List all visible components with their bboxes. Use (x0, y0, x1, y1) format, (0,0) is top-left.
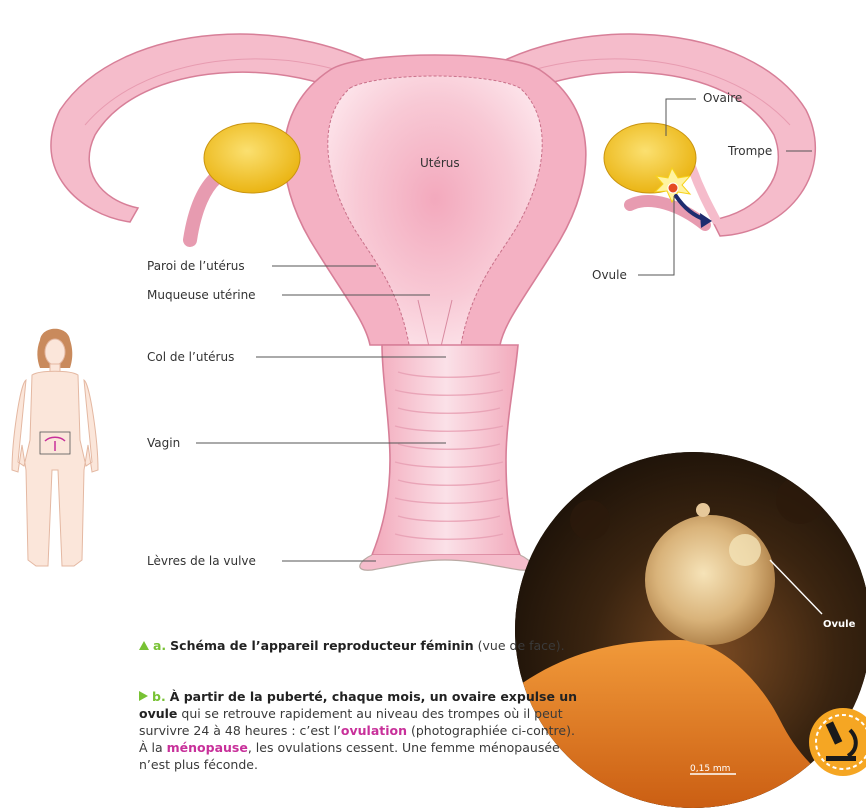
micro-scale: 0,15 mm (690, 764, 730, 774)
triangle-right-icon (139, 691, 148, 701)
ovule-dot (668, 183, 678, 193)
caption-a-bold: Schéma de l’appareil reproducteur fémini… (170, 638, 474, 653)
caption-a-marker: a. (153, 638, 166, 653)
label-uterus: Utérus (420, 156, 460, 170)
vagina (360, 345, 532, 570)
label-cervix: Col de l’utérus (147, 350, 234, 364)
labia (360, 555, 532, 570)
left-ovary (204, 123, 300, 193)
caption-b-menopause: ménopause (167, 740, 248, 755)
label-vagina: Vagin (147, 436, 180, 450)
label-labia: Lèvres de la vulve (147, 554, 256, 568)
triangle-up-icon (139, 641, 149, 650)
caption-b-marker: b. (152, 689, 166, 704)
uterus (284, 55, 586, 360)
caption-a-rest: (vue de face). (474, 638, 565, 653)
label-ovary: Ovaire (703, 91, 742, 105)
label-uterus-wall: Paroi de l’utérus (147, 259, 245, 273)
micro-label-ovule: Ovule (823, 619, 856, 630)
caption-b: b. À partir de la puberté, chaque mois, … (139, 688, 579, 773)
label-ovule: Ovule (592, 268, 627, 282)
caption-a: a. Schéma de l’appareil reproducteur fém… (139, 637, 579, 654)
label-tube: Trompe (727, 144, 772, 158)
label-uterine-mucosa: Muqueuse utérine (147, 288, 256, 302)
micro-ovule (645, 515, 775, 645)
woman-silhouette (12, 329, 98, 566)
caption-b-ovulation: ovulation (341, 723, 407, 738)
